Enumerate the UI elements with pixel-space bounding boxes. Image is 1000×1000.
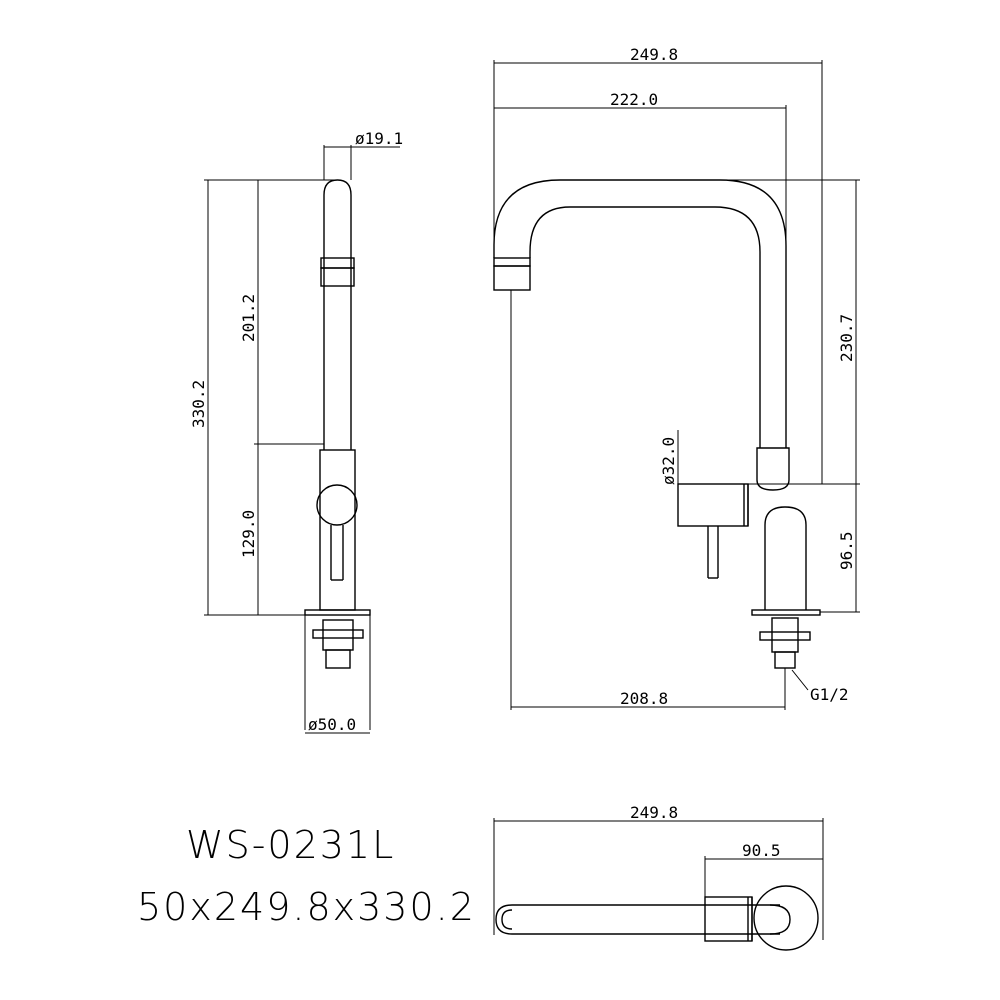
model-code: WS-0231L <box>186 823 395 867</box>
dim-side-body-height: 129.0 <box>239 510 258 558</box>
dim-front-body-height: 96.5 <box>837 531 856 570</box>
front-view: 249.8 222.0 230.7 ø32.0 96.5 208.8 G1/2 <box>493 45 860 710</box>
dim-front-spout-height: 230.7 <box>837 314 856 362</box>
dim-front-overall-width: 249.8 <box>630 45 678 64</box>
model-label: WS-0231L 50x249.8x330.2 <box>137 823 476 929</box>
dim-front-outlet-center: 208.8 <box>620 689 668 708</box>
dim-front-spout-reach: 222.0 <box>610 90 658 109</box>
dim-side-top-dia: ø19.1 <box>355 129 403 148</box>
top-view: 249.8 90.5 <box>493 803 824 951</box>
dim-front-thread: G1/2 <box>810 685 849 704</box>
dim-top-body-offset: 90.5 <box>742 841 781 860</box>
dim-top-overall-width: 249.8 <box>630 803 678 822</box>
model-size: 50x249.8x330.2 <box>137 885 476 929</box>
dim-side-base-dia: ø50.0 <box>308 715 356 734</box>
side-view: ø19.1 330.2 201.2 129.0 ø50.0 <box>189 129 403 734</box>
dim-side-spout-height: 201.2 <box>239 294 258 342</box>
dim-front-body-dia: ø32.0 <box>659 437 678 485</box>
dim-side-total-height: 330.2 <box>189 380 208 428</box>
